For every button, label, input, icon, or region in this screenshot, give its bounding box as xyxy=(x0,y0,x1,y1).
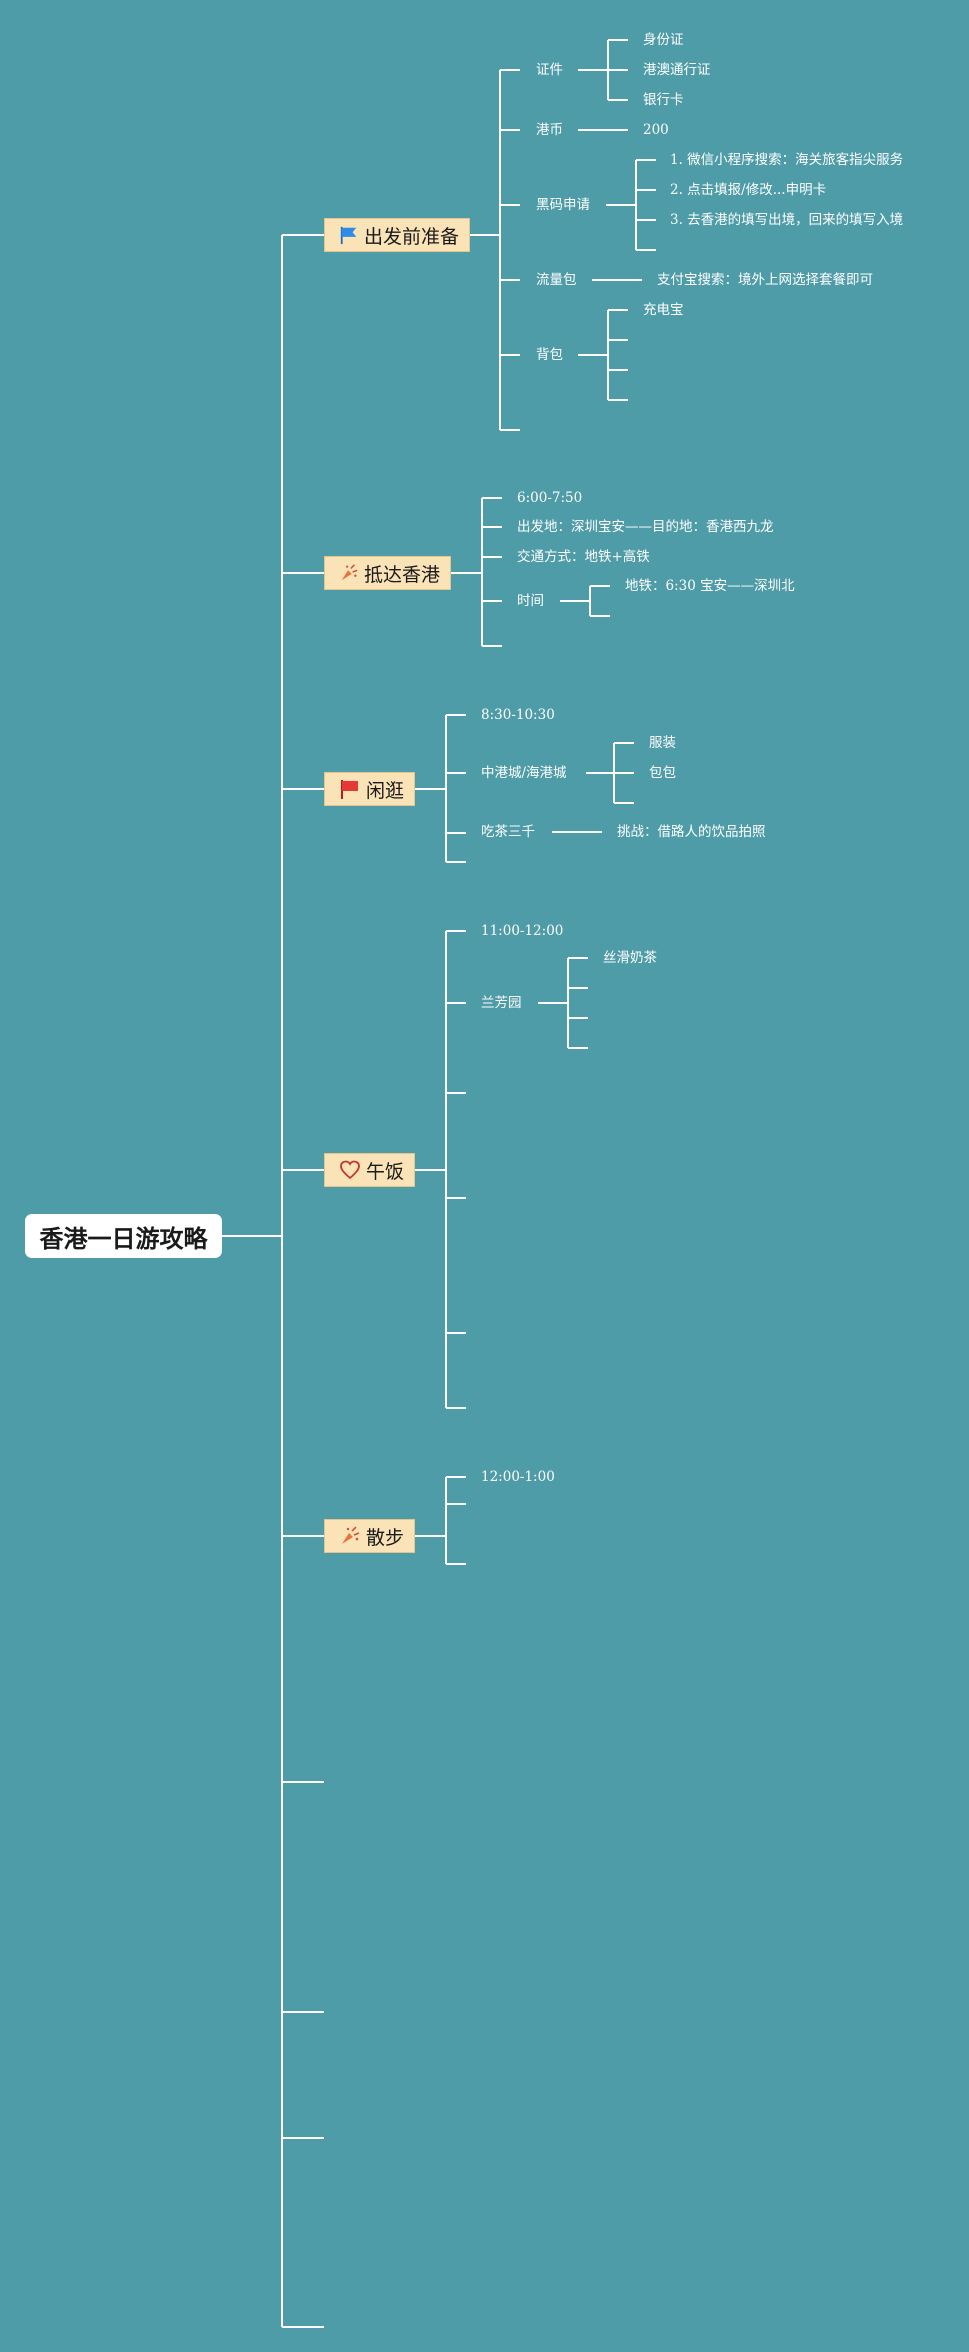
node-bag[interactable]: 背包 xyxy=(536,347,563,363)
node-stroll-challenge[interactable]: 挑战：借路人的饮品拍照 xyxy=(617,824,766,840)
branch-walk[interactable]: 散步 xyxy=(324,1519,415,1553)
branch-label: 午饭 xyxy=(365,1160,404,1183)
node-hkmo-pass[interactable]: 港澳通行证 xyxy=(643,62,711,78)
node-black-code-step3[interactable]: 3. 去香港的填写出境，回来的填写入境 xyxy=(670,212,904,228)
node-hkd[interactable]: 港币 xyxy=(536,122,563,138)
node-stroll-bags[interactable]: 包包 xyxy=(649,765,676,781)
node-stroll-time[interactable]: 8:30-10:30 xyxy=(481,707,555,723)
node-walk-time[interactable]: 12:00-1:00 xyxy=(481,1469,555,1485)
node-stroll-clothes[interactable]: 服装 xyxy=(649,735,676,751)
branch-label: 抵达香港 xyxy=(363,563,440,586)
node-arrive-metro[interactable]: 地铁：6:30 宝安——深圳北 xyxy=(625,578,795,594)
node-lunch-time[interactable]: 11:00-12:00 xyxy=(481,923,564,939)
party-popper-icon xyxy=(341,1526,360,1544)
red-flag-icon xyxy=(340,780,358,799)
node-black-code-step1[interactable]: 1. 微信小程序搜索：海关旅客指尖服务 xyxy=(670,152,904,168)
node-stroll-tea[interactable]: 吃茶三千 xyxy=(481,824,535,840)
node-id-docs[interactable]: 证件 xyxy=(536,62,563,78)
party-popper-icon xyxy=(341,564,358,581)
node-arrive-time-label[interactable]: 时间 xyxy=(517,593,544,609)
node-lunch-milk-tea[interactable]: 丝滑奶茶 xyxy=(603,950,657,966)
branch-prep[interactable]: 出发前准备 xyxy=(324,218,470,252)
root-topic[interactable]: 香港一日游攻略 xyxy=(25,1214,222,1258)
node-data-pack[interactable]: 流量包 xyxy=(536,272,577,288)
branch-label: 出发前准备 xyxy=(363,225,459,248)
node-bank-card[interactable]: 银行卡 xyxy=(643,92,684,108)
node-hkd-amount[interactable]: 200 xyxy=(643,122,669,138)
node-black-code[interactable]: 黑码申请 xyxy=(536,197,590,213)
branch-label: 闲逛 xyxy=(365,779,404,802)
node-data-pack-tip[interactable]: 支付宝搜索：境外上网选择套餐即可 xyxy=(657,272,873,288)
node-arrive-route[interactable]: 出发地：深圳宝安——目的地：香港西九龙 xyxy=(517,519,774,535)
node-arrive-time[interactable]: 6:00-7:50 xyxy=(517,490,583,506)
node-id-card[interactable]: 身份证 xyxy=(643,32,684,48)
heart-outline-icon xyxy=(340,1160,360,1180)
node-lunch-place[interactable]: 兰芳园 xyxy=(481,995,522,1011)
blue-flag-icon xyxy=(340,226,357,245)
branch-label: 散步 xyxy=(365,1526,404,1549)
branch-lunch[interactable]: 午饭 xyxy=(324,1153,415,1187)
node-power-bank[interactable]: 充电宝 xyxy=(643,302,684,318)
branch-arrive[interactable]: 抵达香港 xyxy=(324,556,451,590)
branch-stroll[interactable]: 闲逛 xyxy=(324,772,415,806)
node-arrive-transport[interactable]: 交通方式：地铁+高铁 xyxy=(517,549,650,565)
node-black-code-step2[interactable]: 2. 点击填报/修改...申明卡 xyxy=(670,182,827,198)
node-stroll-mall[interactable]: 中港城/海港城 xyxy=(481,765,567,781)
